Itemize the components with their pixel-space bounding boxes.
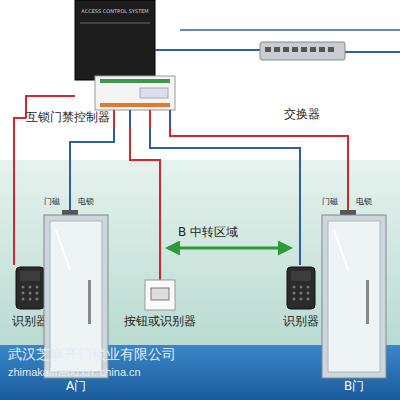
watermark: 武汉芝麻开门锁业有限公司	[8, 346, 176, 362]
graphic-part	[260, 42, 345, 60]
graphic-part	[293, 298, 296, 301]
graphic-part	[300, 286, 303, 289]
graphic-part	[307, 298, 310, 301]
node-label: 互锁门禁控制器	[26, 111, 110, 125]
device-caption: ACCESS CONTROL SYSTEM	[81, 9, 148, 15]
graphic-part	[29, 292, 32, 295]
graphic-part	[80, 22, 150, 24]
graphic-part	[36, 298, 39, 301]
graphic-part	[293, 286, 296, 289]
access-controller-drawing	[20, 0, 180, 128]
graphic-part	[293, 286, 310, 301]
node-label: A门	[66, 380, 86, 394]
signal-wire	[14, 118, 20, 265]
graphic-part	[140, 88, 168, 98]
graphic-part	[113, 110, 115, 128]
graphic-part	[274, 47, 280, 52]
node-label: 按钮或识别器	[124, 315, 196, 329]
access-controller: ACCESS CONTROL SYSTEM 互锁门禁控制器	[20, 0, 180, 128]
graphic-part	[340, 210, 356, 215]
graphic-part	[95, 76, 175, 110]
graphic-part	[149, 110, 151, 128]
signal-wire	[180, 49, 255, 51]
door-sensor-label: 门磁	[322, 197, 338, 206]
graphic-part	[62, 210, 78, 215]
graphic-part	[129, 110, 131, 128]
graphic-part	[16, 267, 44, 309]
graphic-part	[310, 47, 316, 52]
graphic-part	[292, 47, 298, 52]
graphic-part	[20, 271, 40, 281]
graphic-part	[328, 47, 334, 52]
graphic-part	[300, 292, 303, 295]
graphic-part	[100, 103, 170, 107]
graphic-part	[334, 230, 348, 270]
graphic-part	[291, 271, 311, 281]
exit-button: 按钮或识别器	[118, 280, 202, 332]
node-label: 交换器	[284, 108, 320, 122]
graphic-part	[319, 47, 325, 52]
card-reader: 识别器	[279, 265, 323, 335]
lock-label: 电锁	[356, 197, 372, 206]
graphic-part	[300, 298, 303, 301]
graphic-part	[29, 286, 32, 289]
node-label: 识别器	[283, 315, 319, 329]
network-wire	[180, 29, 400, 31]
graphic-part	[36, 286, 39, 289]
door-drawing	[318, 210, 390, 398]
graphic-part	[22, 286, 39, 301]
graphic-part	[169, 110, 171, 128]
graphic-part	[283, 47, 289, 52]
graphic-part	[22, 298, 25, 301]
graphic-part	[75, 0, 155, 80]
graphic-part	[307, 286, 310, 289]
signal-wire	[170, 128, 348, 210]
graphic-part	[301, 47, 307, 52]
graphic-part	[287, 267, 315, 309]
graphic-part	[56, 230, 70, 270]
door-sensor-label: 门磁	[44, 197, 60, 206]
graphic-part	[322, 215, 386, 378]
graphic-part	[155, 49, 180, 51]
signal-wire	[150, 128, 300, 265]
graphic-part	[22, 286, 25, 289]
graphic-part	[88, 280, 91, 324]
graphic-part	[366, 280, 369, 324]
graphic-part	[145, 280, 175, 310]
signal-wire	[130, 128, 160, 280]
signal-wire	[70, 128, 114, 210]
graphic-part	[36, 292, 39, 295]
network-wire	[345, 51, 400, 53]
network-switch: 交换器	[255, 30, 350, 125]
watermark: zhimakaimend.cn. china.cn	[8, 366, 141, 379]
graphic-part	[255, 49, 260, 51]
graphic-part	[328, 221, 380, 372]
door: B门	[318, 210, 390, 398]
graphic-part	[265, 47, 271, 52]
node-label: B门	[344, 380, 364, 394]
graphic-part	[100, 79, 170, 83]
graphic-part	[307, 292, 310, 295]
graphic-part	[151, 288, 169, 300]
zone-arrow	[168, 247, 290, 250]
lock-label: 电锁	[78, 197, 94, 206]
graphic-part	[29, 298, 32, 301]
graphic-part	[22, 292, 25, 295]
graphic-part	[293, 292, 296, 295]
node-label: 识别器	[12, 315, 48, 329]
zone-label: B 中转区域	[178, 226, 238, 240]
